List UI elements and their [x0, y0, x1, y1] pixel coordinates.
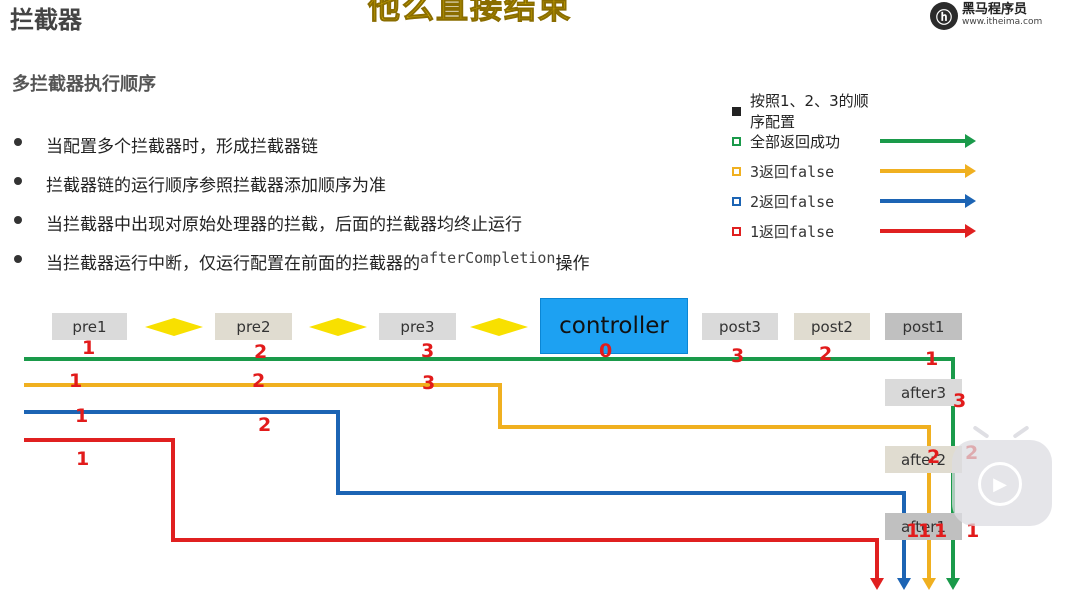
bullet-dot-icon [14, 138, 22, 146]
diamond-connector-icon [309, 318, 367, 336]
bullet-dot-icon [14, 177, 22, 185]
annotation-number: 2 [927, 446, 941, 468]
legend: 按照1、2、3的顺序配置 全部返回成功 3返回false 2返回false 1返… [732, 92, 976, 246]
square-outline-icon [732, 226, 741, 236]
annotation-number: 3 [953, 390, 967, 412]
bullet-item: 拦截器链的运行顺序参照拦截器添加顺序为准 [12, 171, 589, 210]
post2-box: post2 [794, 313, 870, 340]
logo-url: www.itheima.com [962, 17, 1043, 27]
bullet-item: 当拦截器中出现对原始处理器的拦截，后面的拦截器均终止运行 [12, 210, 589, 249]
after1-box: after1 [885, 513, 962, 540]
blue-flow-line [24, 410, 906, 585]
pre3-box: pre3 [379, 313, 456, 340]
controller-box: controller [540, 298, 688, 354]
after2-box: after2 [885, 446, 962, 473]
pre2-box: pre2 [215, 313, 292, 340]
diamond-connector-icon [145, 318, 203, 336]
annotation-number: 1 [76, 448, 90, 470]
annotation-number: 1 [75, 405, 89, 427]
play-icon: ▶ [993, 473, 1007, 495]
annotation-number: 3 [421, 340, 435, 362]
bullet-dot-icon [14, 255, 22, 263]
slide-title: 拦截器 [10, 6, 82, 34]
bullet-dot-icon [14, 216, 22, 224]
logo-icon: ⓗ [930, 2, 958, 30]
annotation-number: 2 [252, 370, 266, 392]
legend-item: 按照1、2、3的顺序配置 [732, 92, 972, 131]
yellow-flow-line [24, 383, 931, 585]
legend-item: 全部返回成功 [732, 126, 976, 156]
headline-caption: 他么直接结束 [367, 0, 573, 27]
red-flow-line [24, 438, 879, 585]
red-arrow-head [870, 578, 884, 590]
annotation-number: 1 [918, 520, 932, 542]
logo: ⓗ 黑马程序员 www.itheima.com [930, 2, 1042, 30]
green-arrow-head [946, 578, 960, 590]
legend-item: 1返回false [732, 216, 976, 246]
section-subtitle: 多拦截器执行顺序 [12, 74, 156, 95]
annotation-number: 0 [599, 340, 613, 362]
post1-box: post1 [885, 313, 962, 340]
yellow-arrow-head [922, 578, 936, 590]
play-button[interactable]: ▶ [978, 462, 1022, 506]
arrow-right-icon [880, 194, 976, 208]
legend-item: 3返回false [732, 156, 976, 186]
annotation-number: 1 [82, 337, 96, 359]
after3-box: after3 [885, 379, 962, 406]
arrow-right-icon [880, 134, 976, 148]
annotation-number: 1 [69, 370, 83, 392]
annotation-number: 2 [254, 341, 268, 363]
square-outline-icon [732, 196, 741, 206]
annotation-number: 2 [258, 414, 272, 436]
square-outline-icon [732, 166, 741, 176]
bullet-list: 当配置多个拦截器时，形成拦截器链 拦截器链的运行顺序参照拦截器添加顺序为准 当拦… [12, 132, 589, 288]
pre1-box: pre1 [52, 313, 127, 340]
annotation-number: 2 [819, 343, 833, 365]
annotation-number: 1 [934, 520, 948, 542]
arrow-right-icon [880, 224, 976, 238]
annotation-number: 1 [925, 348, 939, 370]
annotation-number: 1 [906, 520, 920, 542]
blue-arrow-head [897, 578, 911, 590]
post3-box: post3 [702, 313, 778, 340]
square-icon [732, 106, 741, 116]
legend-item: 2返回false [732, 186, 976, 216]
logo-name: 黑马程序员 [962, 2, 1028, 17]
bullet-item: 当配置多个拦截器时，形成拦截器链 [12, 132, 589, 171]
arrow-right-icon [880, 164, 976, 178]
green-flow-line [24, 357, 955, 585]
square-outline-icon [732, 136, 741, 146]
annotation-number: 3 [731, 345, 745, 367]
annotation-number: 3 [422, 372, 436, 394]
diamond-connector-icon [470, 318, 528, 336]
